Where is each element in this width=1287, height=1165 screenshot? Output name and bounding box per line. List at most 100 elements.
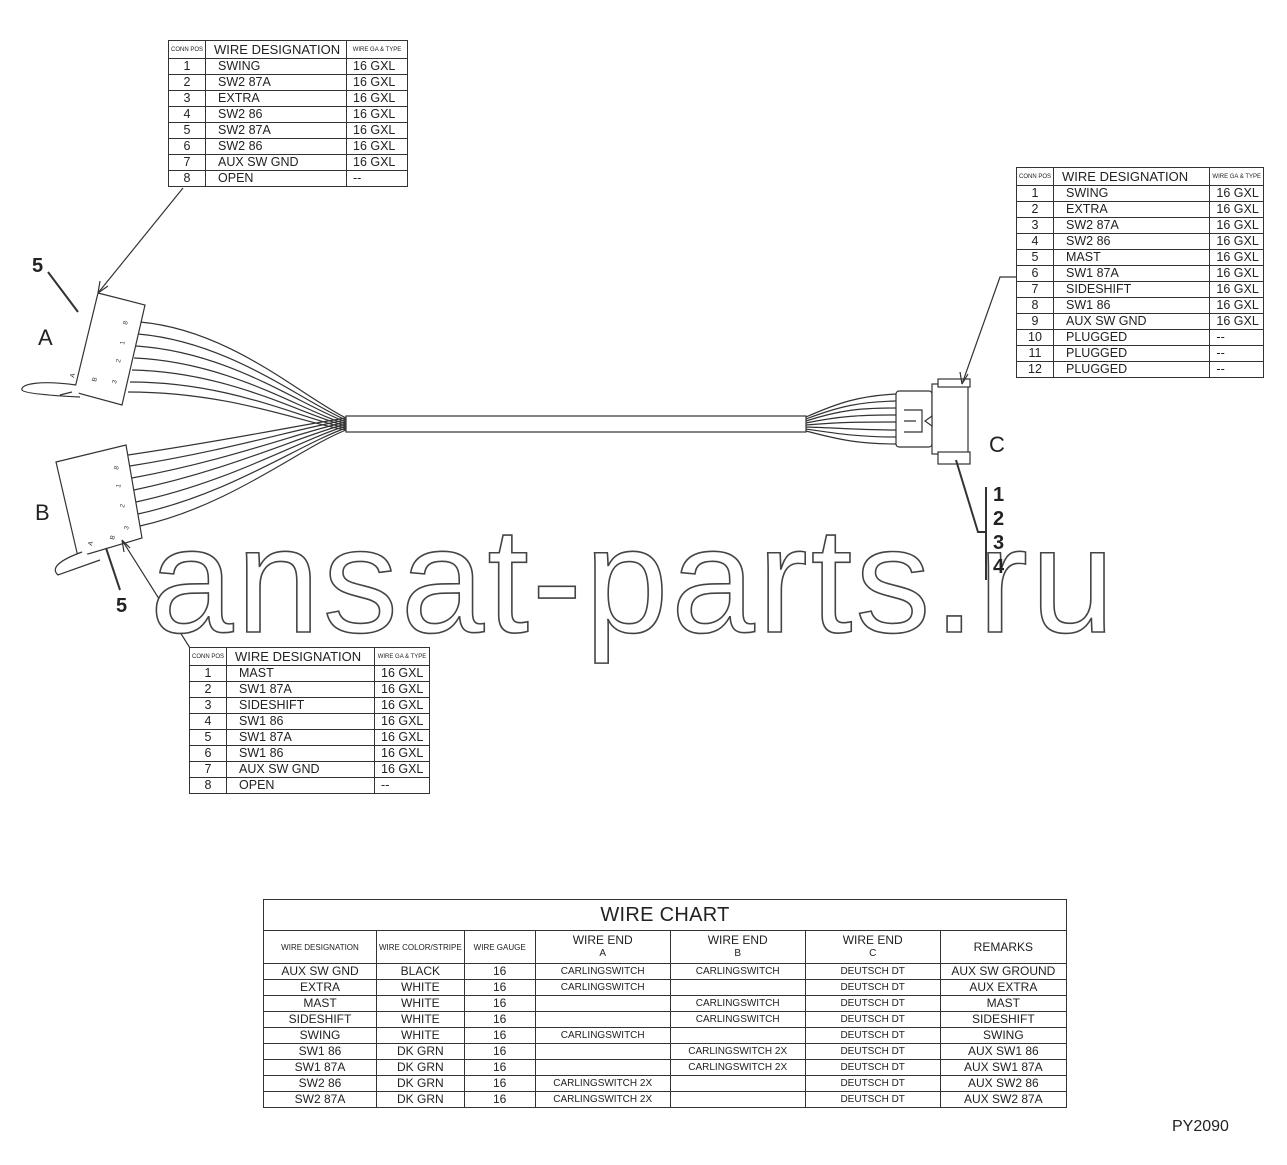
cell-pos: 8 bbox=[188, 777, 228, 794]
header-conn-pos: CONN POS bbox=[167, 40, 207, 59]
cell-pos: 6 bbox=[188, 745, 228, 762]
header-conn-pos: CONN POS bbox=[1015, 167, 1055, 186]
callout-c-number-2: 2 bbox=[993, 508, 1005, 530]
cell-gauge: 16 bbox=[463, 1059, 536, 1076]
cell-color: WHITE bbox=[376, 1027, 465, 1044]
cell-designation: EXTRA bbox=[205, 90, 347, 107]
cell-pos: 12 bbox=[1015, 361, 1055, 378]
cell-pos: 6 bbox=[167, 138, 207, 155]
cell-pos: 3 bbox=[1015, 217, 1055, 234]
cell-color: DK GRN bbox=[376, 1091, 465, 1108]
cell-gauge: 16 bbox=[463, 1091, 536, 1108]
cell-pos: 5 bbox=[167, 122, 207, 139]
cell-pos: 11 bbox=[1015, 345, 1055, 362]
connector-a-label: A bbox=[38, 325, 53, 350]
cell-designation: AUX SW GND bbox=[263, 963, 377, 980]
cell-gauge: 16 GXL bbox=[1209, 217, 1264, 234]
pin-b-b: B bbox=[109, 535, 117, 541]
cell-pos: 2 bbox=[167, 74, 207, 91]
connector-a bbox=[21, 292, 146, 406]
cell-end-a bbox=[534, 1059, 671, 1076]
drawing-code: PY2090 bbox=[1172, 1118, 1229, 1135]
cell-color: WHITE bbox=[376, 1011, 465, 1028]
cell-end-a: CARLINGSWITCH bbox=[534, 979, 671, 996]
cell-pos: 7 bbox=[1015, 281, 1055, 298]
wire-end-b-sub: B bbox=[734, 948, 742, 959]
header-wire-designation: WIRE DESIGNATION bbox=[226, 647, 375, 666]
cell-end-a: CARLINGSWITCH 2X bbox=[534, 1075, 671, 1092]
wire-end-c-sub: C bbox=[869, 948, 877, 959]
cell-designation: SW2 86 bbox=[1053, 233, 1211, 250]
pin-a-1: 1 bbox=[119, 340, 127, 345]
pin-a-2: 2 bbox=[115, 358, 123, 363]
cell-pos: 4 bbox=[188, 713, 228, 730]
wire-end-a-label: WIRE END bbox=[572, 933, 633, 947]
cell-remarks: AUX SW1 87A bbox=[939, 1059, 1068, 1076]
connector-a-table: CONN POS WIRE DESIGNATION WIRE GA & TYPE… bbox=[167, 40, 408, 187]
connector-c bbox=[895, 378, 971, 465]
cell-pos: 7 bbox=[167, 154, 207, 171]
callout-c-number-4: 4 bbox=[993, 556, 1005, 578]
cell-pos: 5 bbox=[188, 729, 228, 746]
cell-pos: 2 bbox=[1015, 201, 1055, 218]
cell-pos: 5 bbox=[1015, 249, 1055, 266]
header-wire-gauge: WIRE GA & TYPE bbox=[374, 647, 430, 666]
cell-gauge: 16 GXL bbox=[374, 665, 430, 682]
cell-remarks: AUX SW2 87A bbox=[939, 1091, 1068, 1108]
cell-designation: SW1 86 bbox=[1053, 297, 1211, 314]
cell-gauge: 16 GXL bbox=[1209, 233, 1264, 250]
cell-remarks: SWING bbox=[939, 1027, 1068, 1044]
connector-b bbox=[54, 444, 143, 576]
cell-designation: OPEN bbox=[226, 777, 375, 794]
cell-gauge: -- bbox=[1209, 345, 1264, 362]
header-conn-pos: CONN POS bbox=[188, 647, 228, 666]
cell-end-a: CARLINGSWITCH bbox=[534, 963, 671, 980]
cell-gauge: 16 GXL bbox=[1209, 265, 1264, 282]
cell-gauge: -- bbox=[1209, 361, 1264, 378]
cell-designation: OPEN bbox=[205, 170, 347, 187]
cell-end-b: CARLINGSWITCH 2X bbox=[669, 1059, 806, 1076]
cell-color: WHITE bbox=[376, 995, 465, 1012]
cell-remarks: AUX SW2 86 bbox=[939, 1075, 1068, 1092]
cell-pos: 6 bbox=[1015, 265, 1055, 282]
cell-designation: SW1 87A bbox=[1053, 265, 1211, 282]
leader-arrow-a bbox=[97, 280, 109, 294]
cell-gauge: 16 GXL bbox=[374, 713, 430, 730]
cell-gauge: 16 bbox=[463, 1011, 536, 1028]
header-wire-gauge: WIRE GA & TYPE bbox=[1209, 167, 1264, 186]
header-wire-gauge: WIRE GAUGE bbox=[463, 930, 536, 964]
wire-chart: WIRE CHART WIRE DESIGNATION WIRE COLOR/S… bbox=[263, 899, 1068, 1108]
cell-end-c: DEUTSCH DT bbox=[804, 1059, 941, 1076]
cell-gauge: 16 GXL bbox=[374, 697, 430, 714]
cell-gauge: 16 GXL bbox=[1209, 313, 1264, 330]
cell-end-b bbox=[669, 1075, 806, 1092]
cell-designation: SW2 87A bbox=[263, 1091, 377, 1108]
cell-designation: PLUGGED bbox=[1053, 329, 1211, 346]
cell-gauge: 16 GXL bbox=[346, 106, 408, 123]
cell-gauge: 16 GXL bbox=[1209, 201, 1264, 218]
leader-table-b bbox=[121, 539, 191, 649]
cell-pos: 1 bbox=[1015, 185, 1055, 202]
cell-designation: SW2 87A bbox=[1053, 217, 1211, 234]
cell-designation: MAST bbox=[226, 665, 375, 682]
watermark: ansat-parts.ru bbox=[149, 496, 1118, 664]
cell-color: WHITE bbox=[376, 979, 465, 996]
cell-gauge: 16 bbox=[463, 995, 536, 1012]
header-wire-designation: WIRE DESIGNATION bbox=[263, 930, 377, 964]
cell-remarks: SIDESHIFT bbox=[939, 1011, 1068, 1028]
cell-end-a bbox=[534, 995, 671, 1012]
wire-end-b-label: WIRE END bbox=[707, 933, 768, 947]
callout-c-number-1: 1 bbox=[993, 484, 1005, 506]
